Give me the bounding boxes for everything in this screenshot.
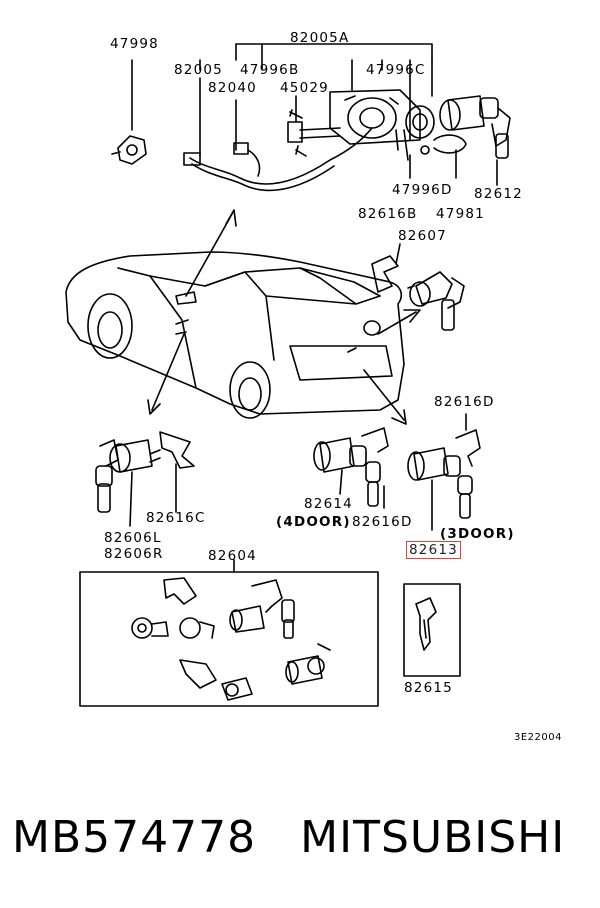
- label-82606l: 82606L: [104, 530, 162, 546]
- label-82607: 82607: [398, 228, 447, 244]
- label-82005a: 82005A: [290, 30, 350, 46]
- label-82040: 82040: [208, 80, 257, 96]
- diagram-code: 3E22004: [514, 732, 562, 743]
- bracket-47998: [111, 135, 147, 165]
- label-82616d-b: 82616D: [352, 514, 413, 530]
- wire-harness: [183, 127, 373, 192]
- lock-82614: [313, 427, 389, 509]
- screws-45029: [289, 109, 307, 157]
- label-82604: 82604: [208, 548, 257, 564]
- lock-82612: [433, 95, 511, 159]
- part-number: MB574778: [12, 812, 257, 863]
- footer-caption: MB574778 MITSUBISHI: [12, 812, 565, 864]
- arrows: [147, 209, 421, 425]
- lock-82607: [371, 243, 465, 331]
- kit-82604: [79, 559, 379, 707]
- ignition-lock-assembly: [287, 89, 435, 161]
- key-82615: [403, 583, 461, 677]
- label-47996c: 47996C: [366, 62, 426, 78]
- label-47996d: 47996D: [392, 182, 453, 198]
- label-3door: (3DOOR): [440, 526, 515, 542]
- brand-name: MITSUBISHI: [300, 812, 566, 863]
- label-4door: (4DOOR): [276, 514, 351, 530]
- callout-lines-top: [131, 43, 498, 186]
- label-82614: 82614: [304, 496, 353, 512]
- label-82005: 82005: [174, 62, 223, 78]
- lock-82606: [95, 431, 195, 527]
- label-82616b: 82616B: [358, 206, 418, 222]
- label-47998: 47998: [110, 36, 159, 52]
- label-47981: 47981: [436, 206, 485, 222]
- label-82606r: 82606R: [104, 546, 164, 562]
- label-82616c: 82616C: [146, 510, 206, 526]
- lock-82613: [407, 413, 481, 531]
- label-82615: 82615: [404, 680, 453, 696]
- label-82616d-a: 82616D: [434, 394, 495, 410]
- label-82612: 82612: [474, 186, 523, 202]
- label-47996b: 47996B: [240, 62, 300, 78]
- car-body: [65, 251, 405, 419]
- label-82613-highlighted: 82613: [406, 541, 461, 559]
- label-45029: 45029: [280, 80, 329, 96]
